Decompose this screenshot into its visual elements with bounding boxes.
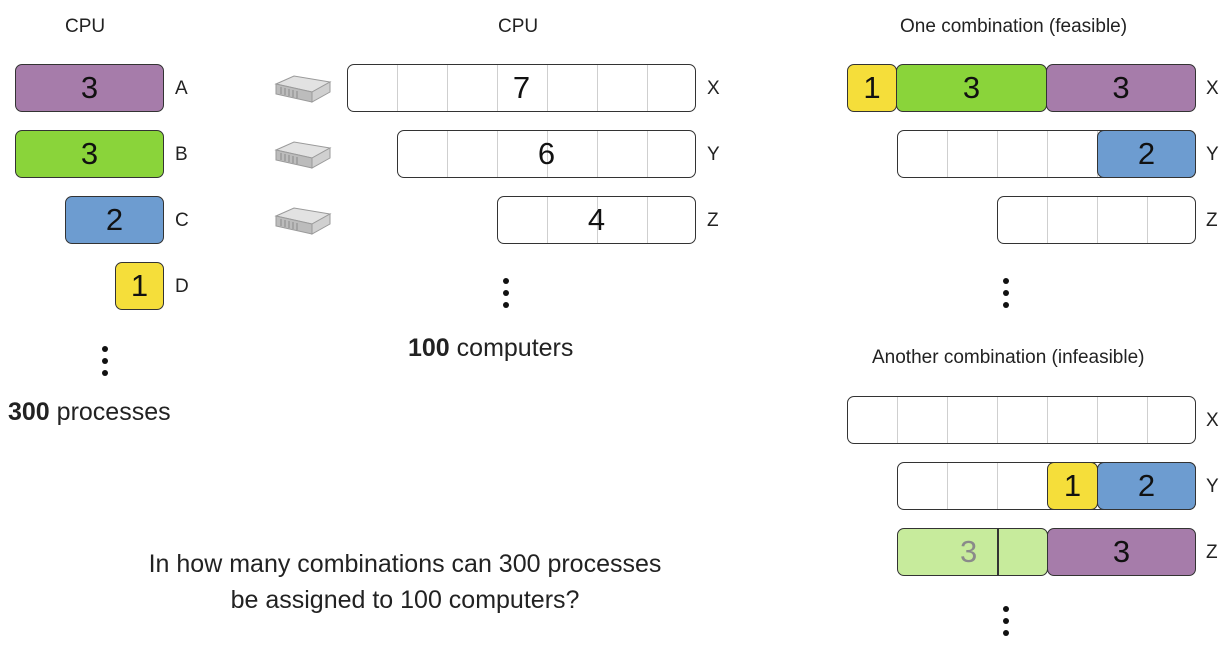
computers-header: CPU: [498, 16, 539, 37]
computer-letter-x: X: [707, 78, 720, 99]
process-letter-b: B: [175, 144, 188, 165]
process-box-c: 2: [65, 196, 164, 244]
computer-capacity-x: 7: [512, 70, 531, 105]
computer-capacity-y: 6: [537, 136, 556, 171]
computer-letter-z: Z: [707, 210, 719, 231]
computers-count-caption: 100 computers: [408, 334, 573, 363]
computer-bin-z: 4: [497, 196, 696, 244]
feasible-bin-z: [997, 196, 1196, 244]
infeasible-z-block-1-value: 3: [960, 534, 978, 569]
infeasible-z-overlap-divider: [997, 528, 999, 576]
processes-count: 300: [8, 398, 50, 426]
computer-capacity-z: 4: [587, 202, 606, 237]
process-letter-d: D: [175, 276, 189, 297]
infeasible-more-dots: [1002, 606, 1010, 642]
process-box-a: 3: [15, 64, 164, 112]
feasible-letter-z: Z: [1206, 210, 1218, 231]
feasible-x-block-3: 3: [1046, 64, 1196, 112]
feasible-title: One combination (feasible): [900, 16, 1128, 37]
feasible-more-dots: [1002, 278, 1010, 314]
feasible-x-block-2: 3: [896, 64, 1047, 112]
computers-more-dots: [502, 278, 510, 314]
infeasible-y-block-2: 2: [1097, 462, 1196, 510]
process-box-d: 1: [115, 262, 164, 310]
computer-bin-x: 7: [347, 64, 696, 112]
feasible-x-block-1: 1: [847, 64, 897, 112]
server-icon: [274, 141, 332, 169]
processes-more-dots: [101, 346, 109, 382]
server-icon: [274, 75, 332, 103]
processes-count-caption: 300 processes: [8, 398, 171, 427]
computers-count-label: computers: [456, 334, 574, 362]
feasible-letter-y: Y: [1206, 144, 1219, 165]
infeasible-title: Another combination (infeasible): [872, 347, 1145, 368]
computers-count: 100: [408, 334, 450, 362]
infeasible-letter-y: Y: [1206, 476, 1219, 497]
process-box-b: 3: [15, 130, 164, 178]
feasible-letter-x: X: [1206, 78, 1219, 99]
infeasible-letter-z: Z: [1206, 542, 1218, 563]
feasible-bin-x: 1 3 3: [847, 64, 1196, 112]
infeasible-letter-x: X: [1206, 410, 1219, 431]
process-letter-a: A: [175, 78, 188, 99]
processes-count-label: processes: [56, 398, 171, 426]
computer-letter-y: Y: [707, 144, 720, 165]
infeasible-y-block-1: 1: [1047, 462, 1098, 510]
server-icon: [274, 207, 332, 235]
question-line-1: In how many combinations can 300 process…: [148, 550, 662, 578]
question-line-2: be assigned to 100 computers?: [230, 586, 580, 614]
question-text: In how many combinations can 300 process…: [60, 546, 750, 618]
process-letter-c: C: [175, 210, 189, 231]
infeasible-z-block-2: 3: [1047, 528, 1196, 576]
feasible-y-block-1: 2: [1097, 130, 1196, 178]
computer-bin-y: 6: [397, 130, 696, 178]
processes-header: CPU: [65, 16, 106, 37]
infeasible-z-block-1: 3: [897, 528, 1048, 576]
infeasible-bin-x: [847, 396, 1196, 444]
